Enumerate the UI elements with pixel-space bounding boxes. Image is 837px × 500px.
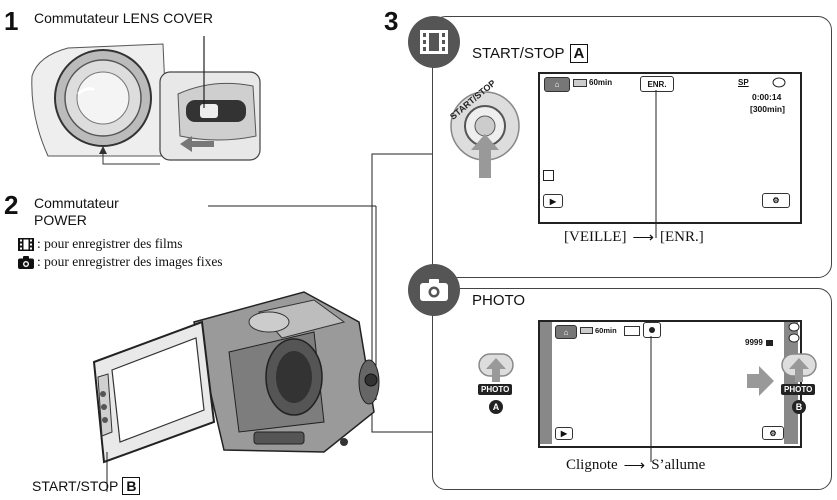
power-label-line1: Commutateur xyxy=(34,195,119,211)
lens-cover-label: Commutateur LENS COVER xyxy=(34,10,213,26)
photo-mode-text: : pour enregistrer des images fixes xyxy=(37,254,223,269)
power-label-line2: POWER xyxy=(34,212,87,228)
photo-progress-arrow-icon xyxy=(747,366,774,396)
badge-a: A xyxy=(489,400,503,414)
focus-indicator xyxy=(643,322,661,338)
face-detect-icon xyxy=(543,170,554,181)
step-2-number: 2 xyxy=(4,190,19,220)
movie-transition: [VEILLE] ⟶ [ENR.] xyxy=(564,228,704,247)
photo-battery-text: 60min xyxy=(595,326,617,335)
badge-b: B xyxy=(792,400,806,414)
box-letter-a: A xyxy=(569,44,589,63)
movie-title: START/STOP A xyxy=(472,44,589,63)
photo-battery-icon xyxy=(580,327,593,334)
battery-indicator: 60min xyxy=(573,78,612,87)
media-icon xyxy=(772,77,786,88)
rec-status-tag: ENR. xyxy=(640,76,674,92)
elapsed-time: 0:00:14 xyxy=(752,92,782,102)
movie-transition-to: [ENR.] xyxy=(659,229,704,245)
home-button[interactable]: ⌂ xyxy=(544,77,570,92)
start-stop-b-label: START/STOP B xyxy=(32,477,141,495)
movie-transition-from: [VEILLE] xyxy=(564,229,627,245)
photo-screen-left-bar xyxy=(540,322,552,444)
movie-title-text: START/STOP xyxy=(472,45,565,62)
film-mode-text: : pour enregistrer des films xyxy=(37,236,183,251)
box-letter-b: B xyxy=(122,477,141,495)
photo-mode-row: : pour enregistrer des images fixes xyxy=(18,254,223,270)
photo-button-b-label: PHOTO xyxy=(781,384,816,395)
battery-icon xyxy=(573,78,587,87)
film-badge-icon xyxy=(420,30,448,54)
photo-option-button[interactable]: ⚙ xyxy=(762,426,784,440)
image-size-icon xyxy=(624,326,640,336)
photo-button-a-label: PHOTO xyxy=(478,384,513,395)
option-button[interactable]: ⚙ xyxy=(762,193,790,208)
photo-media-icon xyxy=(788,322,800,343)
sp-quality: SP xyxy=(738,78,749,87)
photo-button-b-graphic xyxy=(781,353,817,382)
photo-battery-indicator: 60min xyxy=(580,326,617,335)
photo-screen-right-bar xyxy=(784,322,798,444)
photo-arrow-right-icon: ⟶ xyxy=(623,458,646,474)
camcorder-illustration xyxy=(92,291,380,492)
photo-title: PHOTO xyxy=(472,292,526,309)
start-stop-button-graphic xyxy=(450,91,520,178)
photo-transition: Clignote ⟶ S’allume xyxy=(566,456,705,475)
playback-button[interactable]: ▶ xyxy=(543,194,563,208)
movie-mode-badge xyxy=(408,16,460,68)
photo-count-camera-icon xyxy=(765,339,773,346)
photo-home-button[interactable]: ⌂ xyxy=(555,325,577,339)
film-mode-row: : pour enregistrer des films xyxy=(18,236,182,252)
photo-count-text: 9999 xyxy=(745,338,763,347)
photo-count: 9999 xyxy=(745,338,773,347)
focus-dot-icon xyxy=(649,327,655,333)
lens-cover-illustration xyxy=(31,36,261,165)
arrow-right-icon: ⟶ xyxy=(632,230,654,246)
film-icon xyxy=(18,237,34,251)
photo-mode-badge xyxy=(408,264,460,316)
step-1-number: 1 xyxy=(4,6,19,36)
battery-text: 60min xyxy=(589,78,613,87)
photo-transition-from: Clignote xyxy=(566,457,618,473)
camera-badge-icon xyxy=(420,279,448,301)
movie-lcd-screen xyxy=(538,72,802,224)
remaining-time: [300min] xyxy=(750,104,785,114)
start-stop-b-text: START/STOP xyxy=(32,478,119,494)
camera-icon xyxy=(18,255,34,269)
step-3-number: 3 xyxy=(384,6,399,36)
photo-playback-button[interactable]: ▶ xyxy=(555,427,573,440)
photo-transition-to: S’allume xyxy=(651,457,706,473)
photo-button-a-graphic xyxy=(478,353,514,382)
